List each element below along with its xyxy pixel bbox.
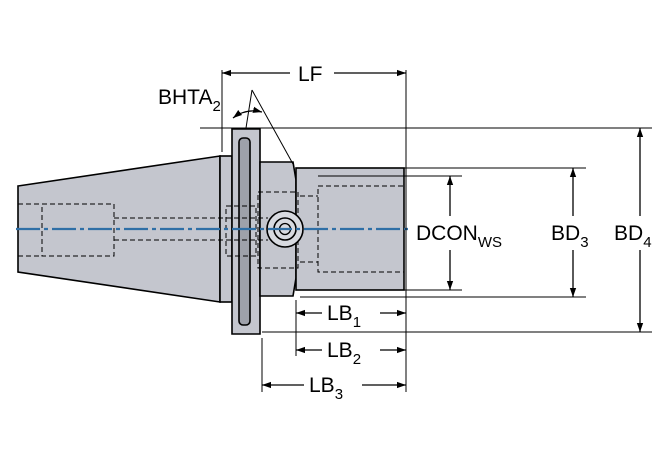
extension-lines [200,70,652,392]
label-dcon: DCONWS [416,222,502,251]
flange-groove [238,137,251,326]
dimension-labels: LF BHTA2 DCONWS BD3 BD4 LB1 LB2 LB3 [158,63,652,403]
label-lb2: LB2 [327,339,361,368]
label-lf: LF [298,63,323,86]
label-lb1: LB1 [327,302,361,331]
label-bd4: BD4 [614,222,652,251]
dimension-lines [222,69,644,389]
label-lb3: LB3 [309,374,343,403]
label-bd3: BD3 [551,222,589,251]
label-bhta: BHTA2 [158,86,221,115]
